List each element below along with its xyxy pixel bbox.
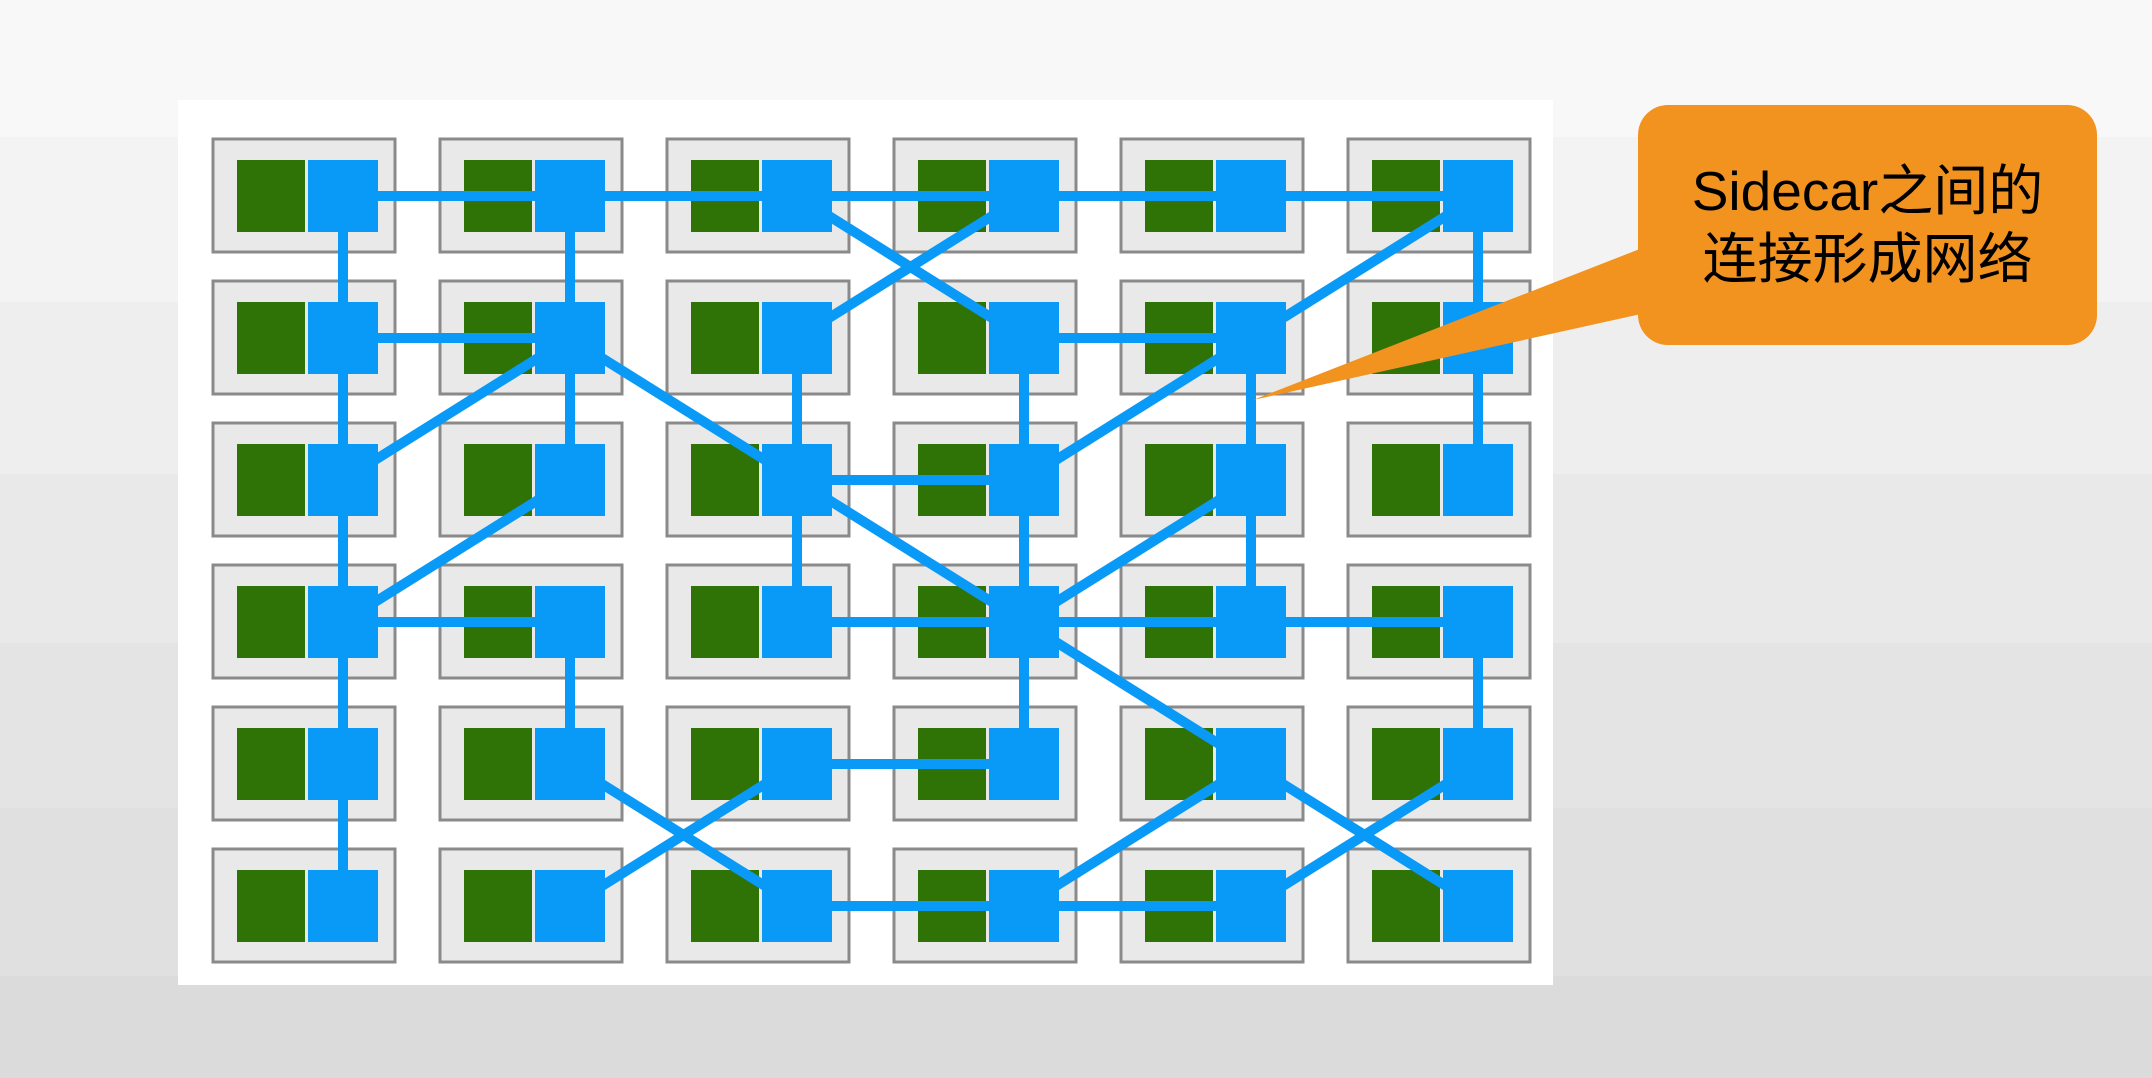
pod: [1119, 705, 1305, 822]
service-box: [1145, 728, 1213, 800]
service-box: [691, 870, 759, 942]
service-box: [691, 728, 759, 800]
service-box: [237, 870, 305, 942]
callout-text-line2: 连接形成网络: [1702, 228, 2033, 290]
sidecar-link: [794, 191, 1027, 343]
sidecar-link: [567, 333, 800, 485]
pod: [1119, 421, 1305, 538]
service-box: [1372, 302, 1440, 374]
pod: [1346, 705, 1532, 822]
background-band: [0, 976, 2152, 1078]
sidecar-link: [567, 759, 800, 911]
service-box: [237, 444, 305, 516]
sidecar-link: [340, 475, 573, 627]
sidecar-link: [1021, 191, 1481, 485]
callout-bubble: Sidecar之间的 连接形成网络: [1638, 105, 2097, 345]
sidecar-link: [1021, 617, 1254, 769]
pod: [665, 279, 851, 396]
pod: [211, 705, 397, 822]
pod: [438, 421, 624, 538]
pod: [1346, 279, 1532, 396]
service-box: [237, 728, 305, 800]
service-box: [1372, 728, 1440, 800]
sidecar-link: [1021, 759, 1254, 911]
service-box: [237, 302, 305, 374]
pod: [1346, 847, 1532, 964]
service-box: [1145, 444, 1213, 516]
service-box: [691, 444, 759, 516]
pod: [211, 847, 397, 964]
sidecar-link: [1021, 475, 1254, 627]
service-box: [1372, 444, 1440, 516]
pod: [438, 847, 624, 964]
pod: [665, 705, 851, 822]
service-box: [237, 586, 305, 658]
service-box: [918, 302, 986, 374]
pod: [1346, 421, 1532, 538]
diagram-canvas: [178, 100, 1553, 985]
service-box: [464, 728, 532, 800]
callout-text-line1: Sidecar之间的: [1691, 160, 2044, 222]
sidecar-link: [340, 333, 573, 485]
service-box: [464, 444, 532, 516]
service-box: [1372, 870, 1440, 942]
service-box: [464, 870, 532, 942]
service-box: [237, 160, 305, 232]
service-box: [691, 586, 759, 658]
sidecar-link: [1248, 759, 1481, 911]
sidecar-link: [794, 475, 1027, 627]
service-box: [691, 302, 759, 374]
pod: [438, 705, 624, 822]
pod: [211, 421, 397, 538]
service-mesh-diagram: [211, 137, 1532, 964]
